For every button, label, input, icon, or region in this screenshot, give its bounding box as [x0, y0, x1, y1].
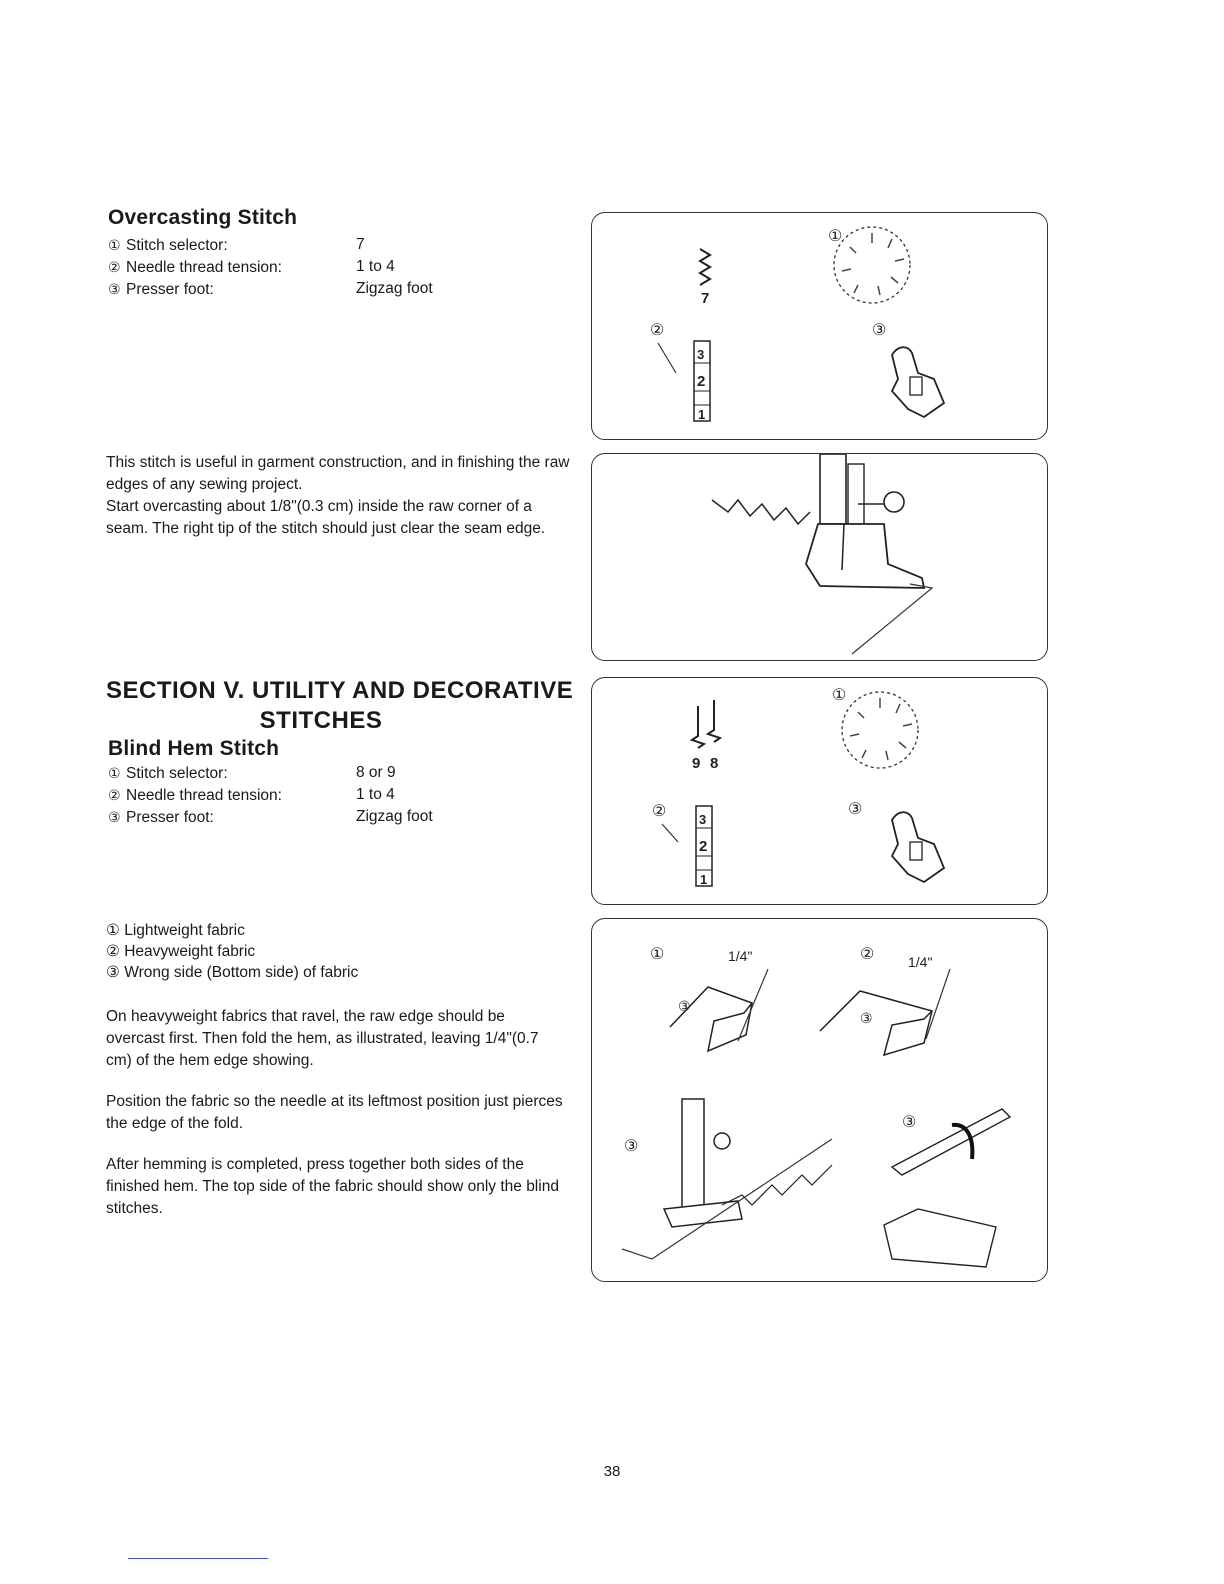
fold-arrow-icon — [951, 1122, 975, 1160]
callout-1: ① — [650, 946, 664, 963]
setting-value: 7 — [356, 236, 365, 253]
presser-foot-icon — [662, 1200, 743, 1228]
callout-3: ③ — [902, 1114, 916, 1131]
stitch-selector-dial — [833, 226, 911, 304]
measure-label-right: 1/4" — [908, 954, 932, 970]
overcasting-sewing-illustration — [711, 454, 934, 655]
page-number: 38 — [603, 1463, 621, 1480]
legend-label: Heavyweight fabric — [124, 943, 256, 960]
legend-wrong-side: ③ Wrong side (Bottom side) of fabric — [106, 962, 358, 983]
tension-dial — [693, 340, 711, 422]
blind-hem-setting-foot: ③ Presser foot: Zigzag foot — [108, 806, 433, 828]
tension-mark-1: 1 — [700, 872, 707, 887]
legend-label: Lightweight fabric — [124, 922, 245, 939]
legend-heavyweight: ② Heavyweight fabric — [106, 941, 255, 962]
callout-2: ② — [860, 946, 874, 963]
instruction-paragraph: Position the fabric so the needle at its… — [106, 1093, 563, 1132]
tension-dial — [695, 805, 713, 887]
blind-hem-instructions: On heavyweight fabrics that ravel, the r… — [106, 1006, 566, 1220]
blind-hem-setting-tension: ② Needle thread tension: 1 to 4 — [108, 784, 395, 806]
callout-3: ③ — [624, 1138, 638, 1155]
callout-3: ③ — [872, 322, 886, 339]
blind-hem-setting-selector: ① Stitch selector: 8 or 9 — [108, 762, 396, 784]
overcasting-title: Overcasting Stitch — [108, 206, 298, 229]
callout-3: ③ — [108, 281, 121, 297]
tension-mark-2: 2 — [697, 373, 705, 390]
overcast-stitch-symbol — [698, 248, 712, 286]
legend-lightweight: ① Lightweight fabric — [106, 920, 245, 941]
callout-2: ② — [108, 787, 121, 803]
callout-3: ③ — [106, 964, 120, 981]
section-title-line2: STITCHES — [259, 707, 383, 734]
overcast-stitches — [711, 498, 811, 526]
bottom-rule — [128, 1558, 268, 1559]
callout-1: ① — [106, 922, 120, 939]
tension-mark-2: 2 — [699, 838, 707, 855]
measure-label-left: 1/4" — [728, 948, 752, 964]
setting-label: Needle thread tension: — [126, 259, 282, 276]
description-paragraph: This stitch is useful in garment constru… — [106, 454, 570, 493]
callout-1: ① — [108, 237, 121, 253]
instruction-paragraph: After hemming is completed, press togeth… — [106, 1156, 559, 1217]
description-paragraph: Start overcasting about 1/8"(0.3 cm) ins… — [106, 498, 546, 537]
setting-value: Zigzag foot — [356, 280, 433, 297]
setting-label: Presser foot: — [126, 281, 214, 298]
overcasting-sewing-figure — [591, 453, 1048, 661]
setting-label: Stitch selector: — [126, 237, 228, 254]
legend-label: Wrong side (Bottom side) of fabric — [124, 964, 359, 981]
needle-bar-icon — [819, 454, 847, 525]
overcasting-settings-figure: 7 ① ② 3 2 1 ③ — [591, 212, 1048, 440]
setting-value: Zigzag foot — [356, 808, 433, 825]
callout-2: ② — [106, 943, 120, 960]
overcasting-setting-selector: ① Stitch selector: 7 — [108, 234, 365, 256]
selector-number-9: 9 — [692, 755, 700, 772]
presser-foot-icon — [805, 523, 926, 589]
setting-value: 8 or 9 — [356, 764, 396, 781]
blind-stitches — [721, 1164, 833, 1206]
overcasting-setting-foot: ③ Presser foot: Zigzag foot — [108, 278, 433, 300]
overcasting-description: This stitch is useful in garment constru… — [106, 452, 576, 540]
callout-3: ③ — [848, 801, 862, 818]
heavyweight-fold-icon — [819, 990, 934, 1057]
blind-hem-stitch-symbol-8 — [705, 700, 723, 743]
zigzag-foot-icon — [890, 346, 946, 419]
instruction-paragraph: On heavyweight fabrics that ravel, the r… — [106, 1008, 539, 1069]
blind-hem-settings-figure: 9 8 ① ② 3 2 1 ③ — [591, 677, 1048, 905]
blind-hem-fold-illustration: ① 1/4" ③ ② 1/4" ③ ③ ③ — [621, 946, 1012, 1268]
section-title-line1: SECTION V. UTILITY AND DECORATIVE — [106, 677, 574, 704]
callout-3: ③ — [678, 998, 691, 1014]
callout-1: ① — [108, 765, 121, 781]
foot-screw-icon — [883, 491, 905, 513]
callout-3: ③ — [108, 809, 121, 825]
overcasting-settings-illustration: 7 ① ② 3 2 1 ③ — [650, 226, 946, 422]
callout-3: ③ — [860, 1010, 873, 1026]
setting-value: 1 to 4 — [356, 258, 395, 275]
selector-number-8: 8 — [710, 755, 718, 772]
callout-2: ② — [650, 322, 664, 339]
blind-hem-stitch-symbol-9 — [689, 706, 707, 749]
callout-2: ② — [108, 259, 121, 275]
blind-hem-title: Blind Hem Stitch — [108, 737, 280, 760]
lightweight-fold-icon — [669, 986, 754, 1053]
setting-label: Needle thread tension: — [126, 787, 282, 804]
setting-label: Presser foot: — [126, 809, 214, 826]
setting-value: 1 to 4 — [356, 786, 395, 803]
blind-hem-settings-illustration: 9 8 ① ② 3 2 1 ③ — [652, 687, 946, 887]
tension-mark-1: 1 — [698, 407, 705, 422]
finished-hem-icon — [883, 1208, 997, 1268]
stitch-selector-dial — [841, 691, 919, 769]
needle-bar-icon — [681, 1098, 705, 1210]
callout-1: ① — [832, 687, 846, 704]
callout-1: ① — [828, 228, 842, 245]
callout-2: ② — [652, 803, 666, 820]
overcasting-setting-tension: ② Needle thread tension: 1 to 4 — [108, 256, 395, 278]
blind-hem-fold-figure: ① 1/4" ③ ② 1/4" ③ ③ ③ — [591, 918, 1048, 1282]
tension-mark-3: 3 — [697, 347, 704, 362]
zigzag-foot-icon — [890, 811, 946, 884]
section-title: SECTION V. UTILITY AND DECORATIVE STITCH… — [106, 676, 576, 736]
setting-label: Stitch selector: — [126, 765, 228, 782]
needle-icon — [841, 523, 845, 571]
selector-number: 7 — [701, 290, 709, 307]
tension-mark-3: 3 — [699, 812, 706, 827]
